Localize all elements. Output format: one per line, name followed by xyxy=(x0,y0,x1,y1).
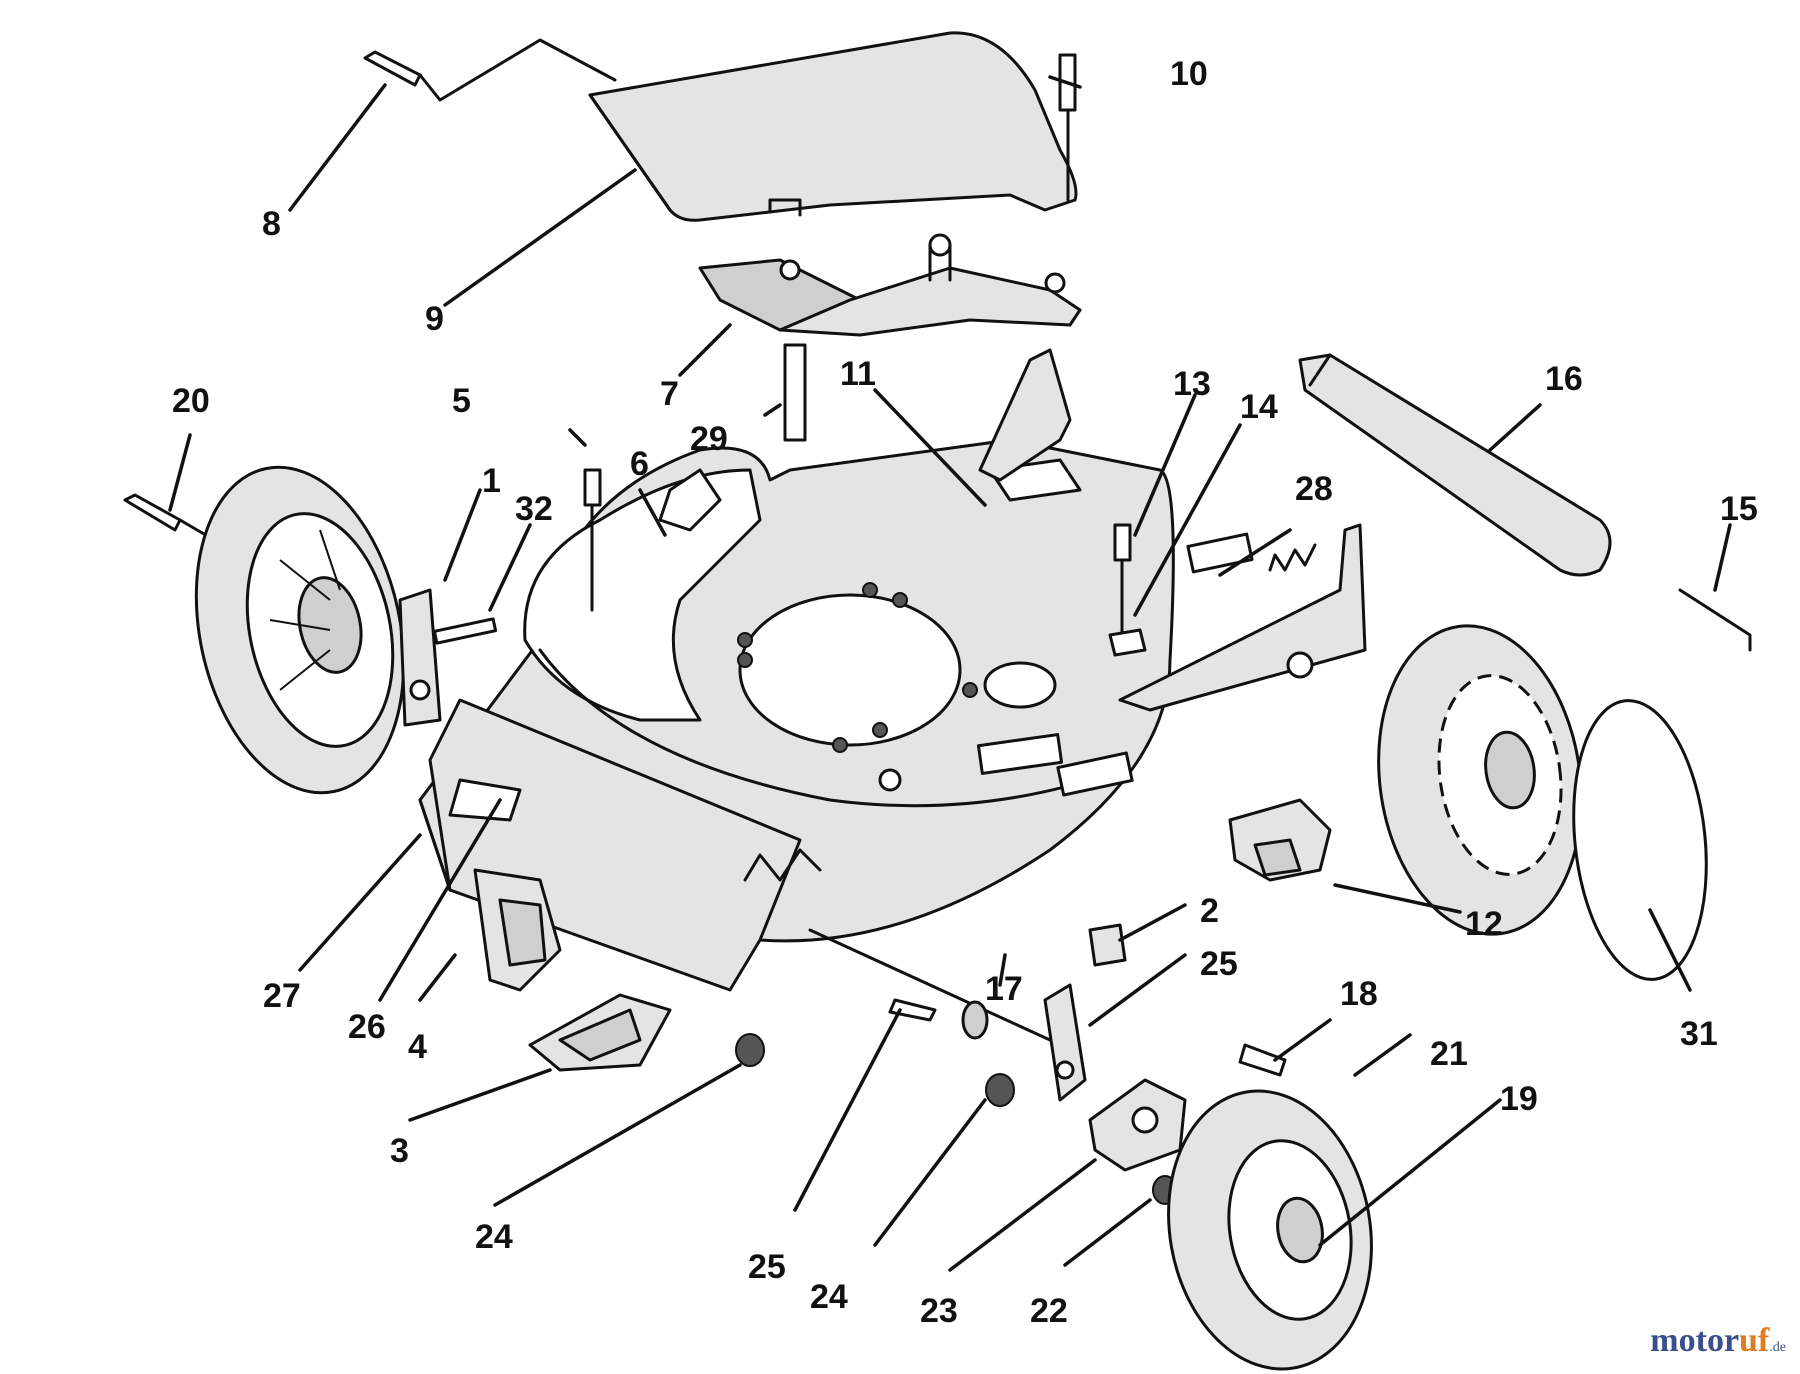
callout-13: 13 xyxy=(1173,365,1211,403)
part-9-flap xyxy=(588,31,1078,222)
part-7-baffle xyxy=(698,233,1082,337)
callout-32: 32 xyxy=(515,490,553,528)
part-28-front-skirt xyxy=(428,698,822,992)
part-5-bolt xyxy=(583,468,602,612)
callout-22: 22 xyxy=(1030,1292,1068,1330)
callout-labels: 10 8 9 7 29 11 13 14 28 16 15 6 5 1 32 2… xyxy=(172,55,1758,1330)
callout-21: 21 xyxy=(1430,1035,1468,1073)
watermark-part1: motor xyxy=(1650,1322,1740,1359)
part-12-pivot xyxy=(1228,798,1332,882)
callout-24b: 24 xyxy=(810,1278,848,1316)
callout-31: 31 xyxy=(1680,1015,1718,1053)
part-4-pivot xyxy=(473,868,562,992)
callout-15: 15 xyxy=(1720,490,1758,528)
leader-lines xyxy=(168,75,1732,1272)
callout-2: 2 xyxy=(1200,892,1219,930)
watermark-suffix: .de xyxy=(1769,1340,1786,1355)
callout-16: 16 xyxy=(1545,360,1583,398)
callout-20: 20 xyxy=(172,382,210,420)
callout-9: 9 xyxy=(425,300,444,338)
callout-19: 19 xyxy=(1500,1080,1538,1118)
part-3-pivot xyxy=(528,993,672,1072)
callout-28: 27 xyxy=(263,977,301,1015)
part-31-hubcap xyxy=(1572,699,1708,981)
callout-1: 1 xyxy=(482,462,501,500)
callout-12: 12 xyxy=(1465,905,1503,943)
callout-29: 28 xyxy=(1295,470,1333,508)
callout-14: 14 xyxy=(1240,388,1278,426)
part-2-plug xyxy=(1088,923,1127,967)
part-1-bracket xyxy=(398,588,498,727)
callout-6: 6 xyxy=(630,445,649,483)
right-rear-wheel xyxy=(1377,624,1583,936)
part-15-rod xyxy=(1678,588,1752,652)
rear-height-bracket xyxy=(978,348,1367,712)
callout-23: 23 xyxy=(920,1292,958,1330)
front-axle-assembly xyxy=(735,928,1287,1205)
callout-24a: 24 xyxy=(475,1218,513,1256)
callout-27: 26 xyxy=(348,1008,386,1046)
callout-5: 5 xyxy=(452,382,471,420)
callout-4: 4 xyxy=(408,1028,427,1066)
watermark-logo: motoruf.de xyxy=(1650,1322,1786,1360)
callout-3: 3 xyxy=(390,1132,409,1170)
callout-30: 29 xyxy=(690,420,728,458)
callout-26: 25 xyxy=(748,1248,786,1286)
callout-25: 25 xyxy=(1200,945,1238,983)
part-13-bolt xyxy=(1108,523,1147,657)
callout-7: 7 xyxy=(660,375,679,413)
callout-8: 8 xyxy=(262,205,281,243)
callout-11: 11 xyxy=(840,355,876,393)
callout-10: 10 xyxy=(1170,55,1208,93)
watermark-part2: uf xyxy=(1739,1322,1770,1359)
callout-18: 18 xyxy=(1340,975,1378,1013)
callout-17: 17 xyxy=(985,970,1023,1008)
part-8-bolt xyxy=(363,38,617,102)
left-rear-wheel xyxy=(194,465,406,795)
part-30-bolt xyxy=(783,343,807,442)
part-21-wheel xyxy=(1167,1089,1373,1371)
part-16-rear-shield xyxy=(1298,353,1612,577)
